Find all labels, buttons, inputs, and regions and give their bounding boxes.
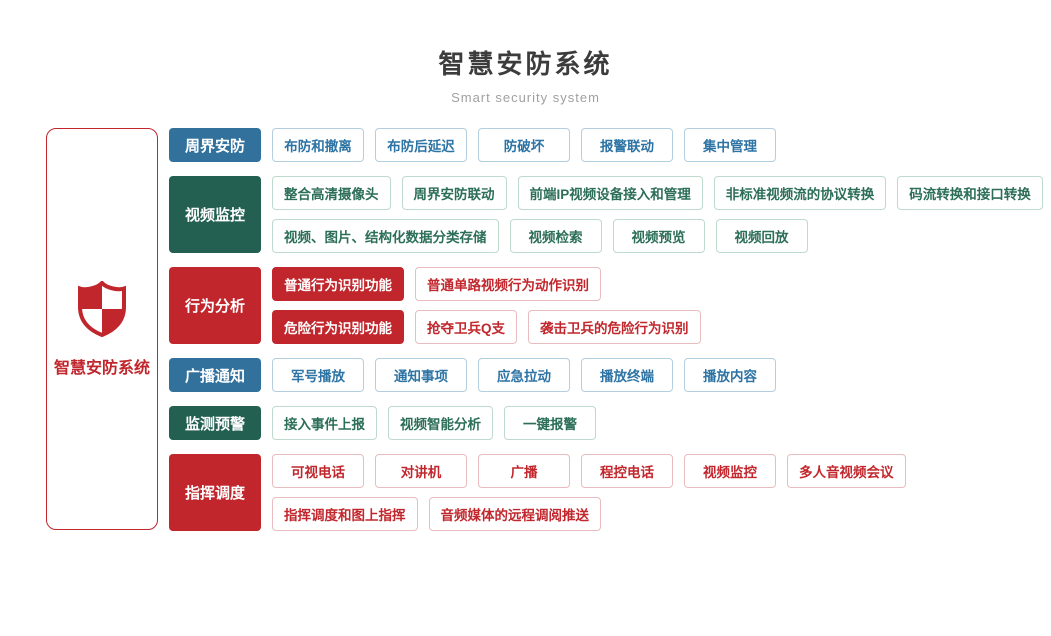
feature-line: 整合高清摄像头周界安防联动前端IP视频设备接入和管理非标准视频流的协议转换码流转… <box>272 176 1043 210</box>
feature-group: 监测预警接入事件上报视频智能分析一键报警 <box>169 406 1043 440</box>
feature-chip: 视频智能分析 <box>388 406 493 440</box>
feature-lines: 军号播放通知事项应急拉动播放终端播放内容 <box>272 358 776 392</box>
feature-chip: 防破坏 <box>478 128 570 162</box>
system-root-label: 智慧安防系统 <box>53 359 150 377</box>
feature-groups: 周界安防布防和撤离布防后延迟防破坏报警联动集中管理视频监控整合高清摄像头周界安防… <box>169 128 1043 531</box>
feature-chip: 集中管理 <box>684 128 776 162</box>
feature-chip: 对讲机 <box>375 454 467 488</box>
feature-chip: 布防后延迟 <box>375 128 467 162</box>
feature-line: 军号播放通知事项应急拉动播放终端播放内容 <box>272 358 776 392</box>
feature-chip: 抢夺卫兵Q支 <box>415 310 518 344</box>
category-box: 视频监控 <box>169 176 261 253</box>
feature-chip: 军号播放 <box>272 358 364 392</box>
feature-chip: 危险行为识别功能 <box>272 310 404 344</box>
feature-chip: 报警联动 <box>581 128 673 162</box>
shield-icon <box>76 279 128 342</box>
feature-chip: 指挥调度和图上指挥 <box>272 497 418 531</box>
feature-chip: 程控电话 <box>581 454 673 488</box>
feature-group: 视频监控整合高清摄像头周界安防联动前端IP视频设备接入和管理非标准视频流的协议转… <box>169 176 1043 253</box>
category-box: 周界安防 <box>169 128 261 162</box>
feature-lines: 接入事件上报视频智能分析一键报警 <box>272 406 596 440</box>
feature-chip: 周界安防联动 <box>401 176 507 210</box>
page-subtitle: Smart security system <box>451 90 600 105</box>
feature-line: 危险行为识别功能抢夺卫兵Q支袭击卫兵的危险行为识别 <box>272 310 701 344</box>
feature-chip: 视频检索 <box>509 219 602 253</box>
feature-chip: 袭击卫兵的危险行为识别 <box>528 310 701 344</box>
feature-chip: 普通单路视频行为动作识别 <box>415 267 601 301</box>
feature-chip: 音频媒体的远程调阅推送 <box>428 497 601 531</box>
page-title: 智慧安防系统 <box>438 49 613 79</box>
feature-group: 行为分析普通行为识别功能普通单路视频行为动作识别危险行为识别功能抢夺卫兵Q支袭击… <box>169 267 1043 344</box>
feature-line: 视频、图片、结构化数据分类存储视频检索视频预览视频回放 <box>272 219 1043 253</box>
feature-chip: 布防和撤离 <box>272 128 364 162</box>
category-box: 监测预警 <box>169 406 261 440</box>
feature-chip: 播放终端 <box>581 358 673 392</box>
feature-lines: 布防和撤离布防后延迟防破坏报警联动集中管理 <box>272 128 776 162</box>
feature-chip: 通知事项 <box>375 358 467 392</box>
feature-chip: 播放内容 <box>684 358 776 392</box>
feature-chip: 整合高清摄像头 <box>272 176 391 210</box>
category-box: 广播通知 <box>169 358 261 392</box>
feature-group: 广播通知军号播放通知事项应急拉动播放终端播放内容 <box>169 358 1043 392</box>
feature-chip: 接入事件上报 <box>272 406 377 440</box>
feature-chip: 应急拉动 <box>478 358 570 392</box>
feature-chip: 普通行为识别功能 <box>272 267 404 301</box>
category-box: 行为分析 <box>169 267 261 344</box>
system-root-box: 智慧安防系统 <box>46 128 158 530</box>
feature-chip: 一键报警 <box>504 406 596 440</box>
feature-lines: 普通行为识别功能普通单路视频行为动作识别危险行为识别功能抢夺卫兵Q支袭击卫兵的危… <box>272 267 701 344</box>
diagram: 智慧安防系统 周界安防布防和撤离布防后延迟防破坏报警联动集中管理视频监控整合高清… <box>46 128 1043 531</box>
feature-chip: 视频回放 <box>715 219 808 253</box>
feature-chip: 视频、图片、结构化数据分类存储 <box>272 219 499 253</box>
feature-lines: 可视电话对讲机广播程控电话视频监控多人音视频会议指挥调度和图上指挥音频媒体的远程… <box>272 454 906 531</box>
feature-lines: 整合高清摄像头周界安防联动前端IP视频设备接入和管理非标准视频流的协议转换码流转… <box>272 176 1043 253</box>
feature-chip: 视频预览 <box>612 219 705 253</box>
feature-line: 指挥调度和图上指挥音频媒体的远程调阅推送 <box>272 497 906 531</box>
feature-line: 布防和撤离布防后延迟防破坏报警联动集中管理 <box>272 128 776 162</box>
feature-chip: 可视电话 <box>272 454 364 488</box>
feature-line: 接入事件上报视频智能分析一键报警 <box>272 406 596 440</box>
feature-line: 普通行为识别功能普通单路视频行为动作识别 <box>272 267 701 301</box>
page-header: 智慧安防系统 Smart security system <box>0 0 1051 105</box>
feature-group: 周界安防布防和撤离布防后延迟防破坏报警联动集中管理 <box>169 128 1043 162</box>
category-box: 指挥调度 <box>169 454 261 531</box>
feature-chip: 码流转换和接口转换 <box>897 176 1043 210</box>
feature-group: 指挥调度可视电话对讲机广播程控电话视频监控多人音视频会议指挥调度和图上指挥音频媒… <box>169 454 1043 531</box>
feature-chip: 非标准视频流的协议转换 <box>713 176 887 210</box>
feature-chip: 前端IP视频设备接入和管理 <box>517 176 703 210</box>
feature-chip: 广播 <box>478 454 570 488</box>
feature-chip: 多人音视频会议 <box>787 454 906 488</box>
feature-line: 可视电话对讲机广播程控电话视频监控多人音视频会议 <box>272 454 906 488</box>
feature-chip: 视频监控 <box>684 454 776 488</box>
